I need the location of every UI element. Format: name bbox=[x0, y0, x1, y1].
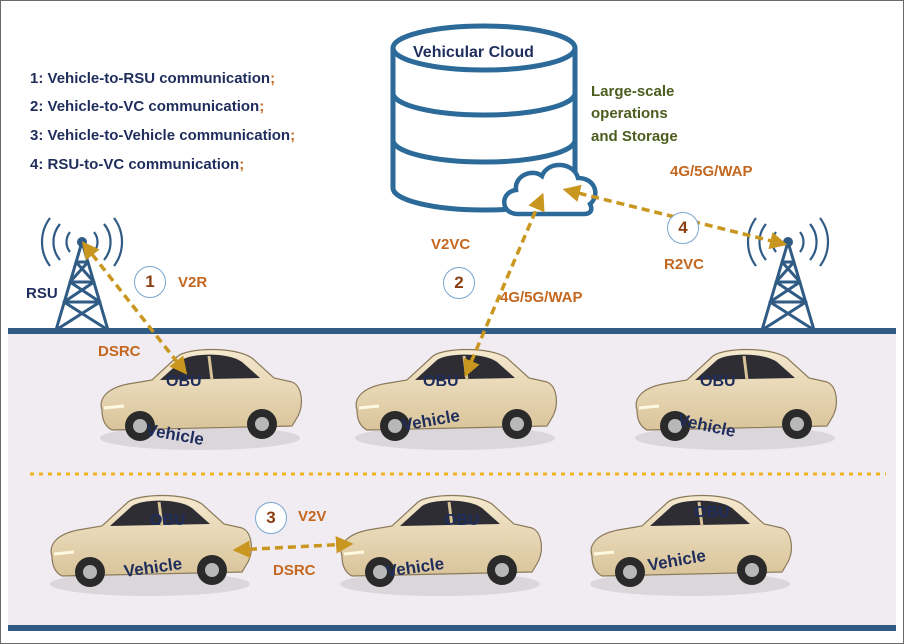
road-bottom-line bbox=[8, 625, 896, 631]
car-6-obu-label: OBU bbox=[694, 504, 730, 521]
vehicular-cloud-database-icon bbox=[390, 23, 578, 213]
car-3-obu-label: OBU bbox=[700, 373, 736, 390]
car-5-obu-label: OBU bbox=[444, 512, 480, 529]
cloud-description-line-2: operations bbox=[591, 105, 668, 122]
v2r-number-badge: 1 bbox=[134, 266, 166, 298]
legend-item-3: 3: Vehicle-to-Vehicle communication; bbox=[30, 127, 296, 144]
car-4-obu-label: OBU bbox=[150, 512, 186, 529]
v2v-link-arrow bbox=[232, 535, 354, 559]
legend-item-1: 1: Vehicle-to-RSU communication; bbox=[30, 70, 276, 87]
v2v-tech-label: DSRC bbox=[273, 562, 316, 579]
v2r-link-arrow bbox=[81, 241, 188, 375]
cloud-title: Vehicular Cloud bbox=[413, 44, 534, 61]
v2vc-number-badge: 2 bbox=[443, 267, 475, 299]
v2v-number-badge: 3 bbox=[255, 502, 287, 534]
road-top-line bbox=[8, 328, 896, 334]
r2vc-tech-label: 4G/5G/WAP bbox=[670, 163, 753, 180]
r2vc-label: R2VC bbox=[664, 256, 705, 273]
cloud-description-line-3: and Storage bbox=[591, 128, 678, 145]
v2vc-tech-label: 4G/5G/WAP bbox=[500, 289, 583, 306]
rsu-label: RSU bbox=[26, 285, 58, 302]
v2r-tech-label: DSRC bbox=[98, 343, 141, 360]
car-1-obu-label: OBU bbox=[166, 373, 202, 390]
legend-item-4: 4: RSU-to-VC communication; bbox=[30, 156, 245, 173]
v2v-label: V2V bbox=[298, 508, 327, 525]
r2vc-link-arrow bbox=[562, 184, 788, 250]
v2r-label: V2R bbox=[178, 274, 208, 291]
cloud-description-line-1: Large-scale bbox=[591, 83, 675, 100]
v2vc-link-arrow bbox=[463, 192, 545, 378]
v2vc-label: V2VC bbox=[431, 236, 471, 253]
r2vc-number-badge: 4 bbox=[667, 212, 699, 244]
car-2-obu-label: OBU bbox=[423, 373, 459, 390]
legend-item-2: 2: Vehicle-to-VC communication; bbox=[30, 98, 265, 115]
